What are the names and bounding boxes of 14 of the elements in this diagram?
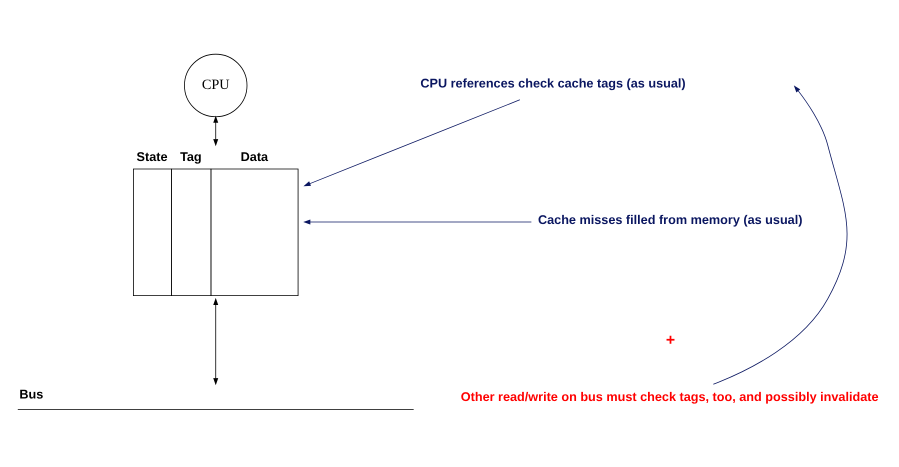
arrow — [213, 298, 218, 386]
node-circle: CPU — [184, 54, 248, 118]
arrow — [303, 99, 520, 186]
arrow — [303, 220, 532, 225]
node-text: Cache misses filled from memory (as usual) — [538, 213, 802, 228]
node-text: Other read/write on bus must check tags, too, and possibly invalidate — [460, 390, 879, 404]
node-text: Bus — [19, 387, 44, 402]
node-text: CPU references check cache tags (as usual) — [420, 76, 686, 91]
label: + — [666, 332, 676, 349]
arrow — [712, 85, 848, 385]
arrow — [213, 116, 218, 146]
node-label: Tag — [180, 150, 202, 164]
node-label: State — [136, 150, 168, 164]
node-label: Data — [240, 150, 268, 164]
